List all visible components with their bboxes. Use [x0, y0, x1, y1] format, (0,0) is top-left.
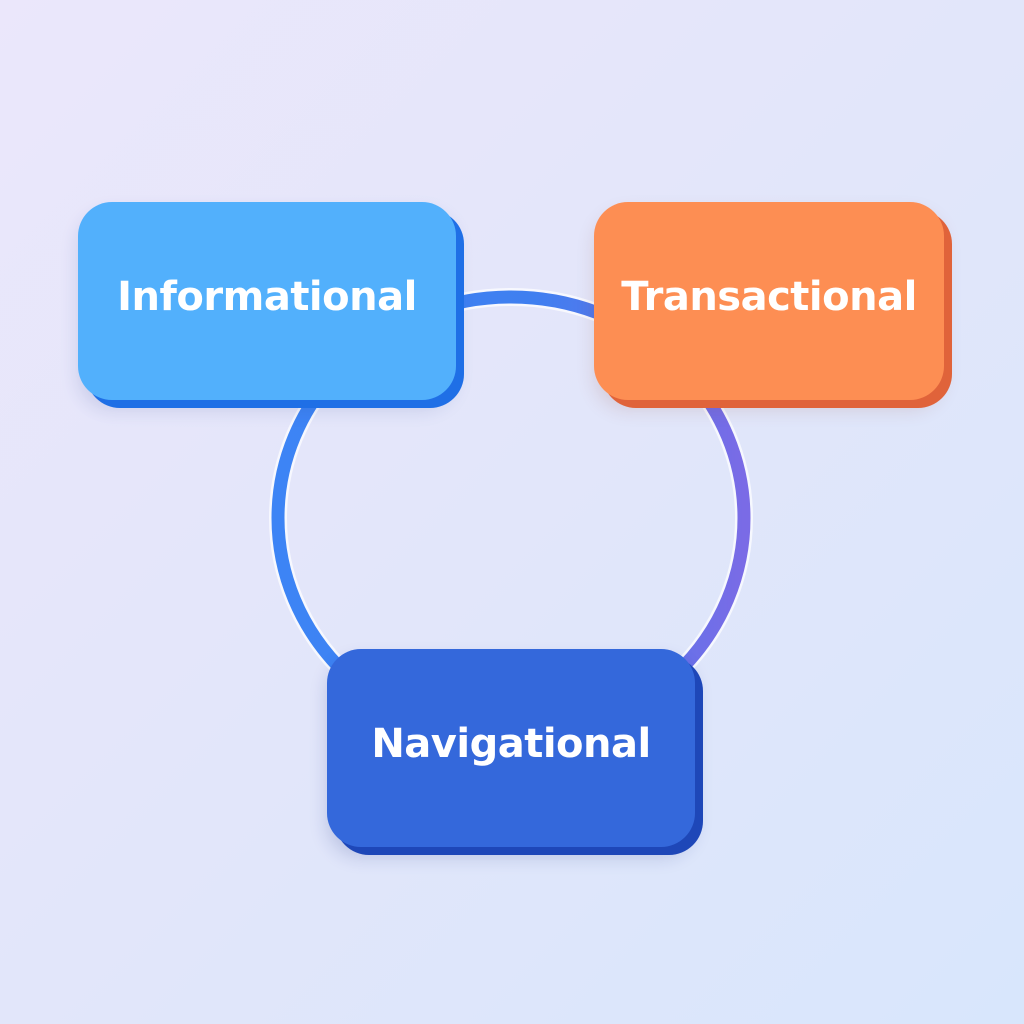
informational-label: Informational: [117, 274, 417, 320]
informational-node: Informational: [78, 202, 456, 400]
transactional-node: Transactional: [594, 202, 944, 400]
transactional-label: Transactional: [621, 274, 917, 320]
navigational-label: Navigational: [371, 721, 651, 767]
navigational-node: Navigational: [327, 649, 695, 847]
